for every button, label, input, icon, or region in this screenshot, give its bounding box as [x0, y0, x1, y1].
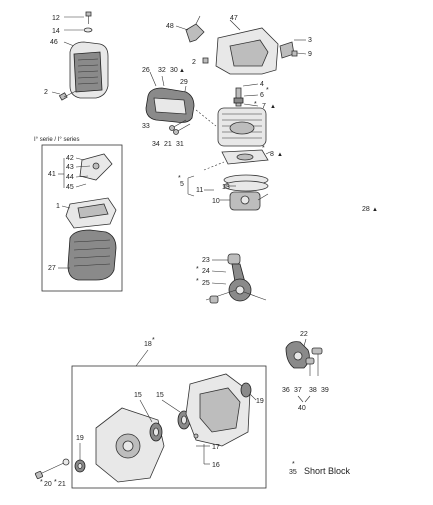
legend-short-block: Short Block: [304, 466, 351, 476]
crankcase-right: [185, 373, 251, 447]
cylinder: [217, 107, 267, 147]
ignition-housing-22: [285, 341, 310, 369]
label-14: 14: [52, 28, 60, 35]
label-16: 16: [212, 462, 220, 469]
label-17: 17: [212, 444, 220, 451]
triangle-30: ▲: [179, 68, 185, 74]
label-20: 20: [44, 481, 52, 488]
label-42: 42: [66, 155, 74, 162]
triangle-7: ▲: [270, 104, 276, 110]
label-15-left: 15: [134, 392, 142, 399]
label-21-bottom: 21: [58, 481, 66, 488]
label-31: 31: [176, 141, 184, 148]
fittings-37-38-39: [305, 347, 323, 376]
inset-top-cover-1: [65, 197, 117, 229]
label-48: 48: [166, 23, 174, 30]
label-12: 12: [52, 15, 60, 22]
star-20: *: [40, 479, 43, 486]
label-37: 37: [294, 387, 302, 394]
triangle-28: ▲: [372, 207, 378, 213]
legend-star: *: [292, 461, 295, 468]
label-33: 33: [142, 123, 150, 130]
bolts-34-21-31: [169, 119, 191, 135]
inset-cap-assembly: [79, 153, 113, 181]
screw-12: [85, 11, 92, 24]
crankcase-left: [95, 407, 165, 483]
label-6: 6: [260, 92, 264, 99]
label-7: 7: [262, 103, 266, 110]
label-29: 29: [180, 79, 188, 86]
upper-shroud-47: [215, 27, 279, 75]
washer-14: [83, 27, 93, 33]
crankshaft: [205, 253, 267, 304]
star-6: *: [266, 87, 269, 94]
dowel-17: [193, 433, 199, 439]
label-41: 41: [48, 171, 56, 178]
label-27: 27: [48, 265, 56, 272]
label-8: 8: [270, 151, 274, 158]
label-10: 10: [212, 198, 220, 205]
star-5: *: [178, 175, 181, 182]
label-4: 4: [260, 81, 264, 88]
label-32: 32: [158, 67, 166, 74]
label-11: 11: [196, 187, 203, 194]
label-9: 9: [308, 51, 312, 58]
label-30: 30: [170, 67, 178, 74]
label-28: 28: [362, 206, 370, 213]
label-13: 13: [222, 184, 230, 191]
label-21-top: 21: [164, 141, 172, 148]
piston-10: [229, 191, 269, 211]
star-24: *: [196, 266, 199, 273]
cylinder-shroud-46: [69, 41, 109, 99]
label-3: 3: [308, 37, 312, 44]
bearing-15-left: [149, 422, 163, 442]
label-25: 25: [202, 280, 210, 287]
label-23: 23: [202, 257, 210, 264]
star-21: *: [54, 479, 57, 486]
gasket-8: [221, 149, 269, 165]
label-43: 43: [66, 164, 74, 171]
label-34: 34: [152, 141, 160, 148]
label-19-right: 19: [256, 398, 264, 405]
star-7: *: [254, 101, 257, 108]
label-47: 47: [230, 15, 238, 22]
seal-19-right: [240, 382, 252, 398]
muffler-33: [145, 87, 195, 123]
label-44: 44: [66, 174, 74, 181]
label-5: 5: [180, 181, 184, 188]
piston-rings-13: [223, 174, 269, 192]
label-24: 24: [202, 268, 210, 275]
inset-shroud-27: [67, 229, 117, 281]
label-26: 26: [142, 67, 150, 74]
star-18: *: [152, 337, 155, 344]
triangle-8: ▲: [277, 152, 283, 158]
label-1: 1: [56, 203, 60, 210]
label-38: 38: [309, 387, 317, 394]
star-8: *: [262, 145, 265, 152]
label-46: 46: [50, 39, 58, 46]
screw-2-center: [202, 57, 209, 64]
label-35: 35: [289, 469, 297, 476]
short-block-box: [71, 365, 267, 489]
label-2-center: 2: [192, 59, 196, 66]
star-25: *: [196, 278, 199, 285]
label-40: 40: [298, 405, 306, 412]
inset-box: [41, 144, 123, 292]
label-45: 45: [66, 184, 74, 191]
label-22: 22: [300, 331, 308, 338]
inset-title: I° serie / I° series: [34, 137, 79, 143]
spark-plug-4: [233, 87, 244, 107]
label-39: 39: [321, 387, 329, 394]
screw-2-left: [58, 90, 77, 101]
label-36: 36: [282, 387, 290, 394]
label-19-left: 19: [76, 435, 84, 442]
label-18: 18: [144, 341, 152, 348]
seal-19-left: [74, 459, 86, 473]
label-15-right: 15: [156, 392, 164, 399]
bolt-20: [34, 458, 70, 480]
screw-9: [291, 50, 298, 57]
label-2-left: 2: [44, 89, 48, 96]
spark-plug-cap-48: [185, 15, 205, 43]
